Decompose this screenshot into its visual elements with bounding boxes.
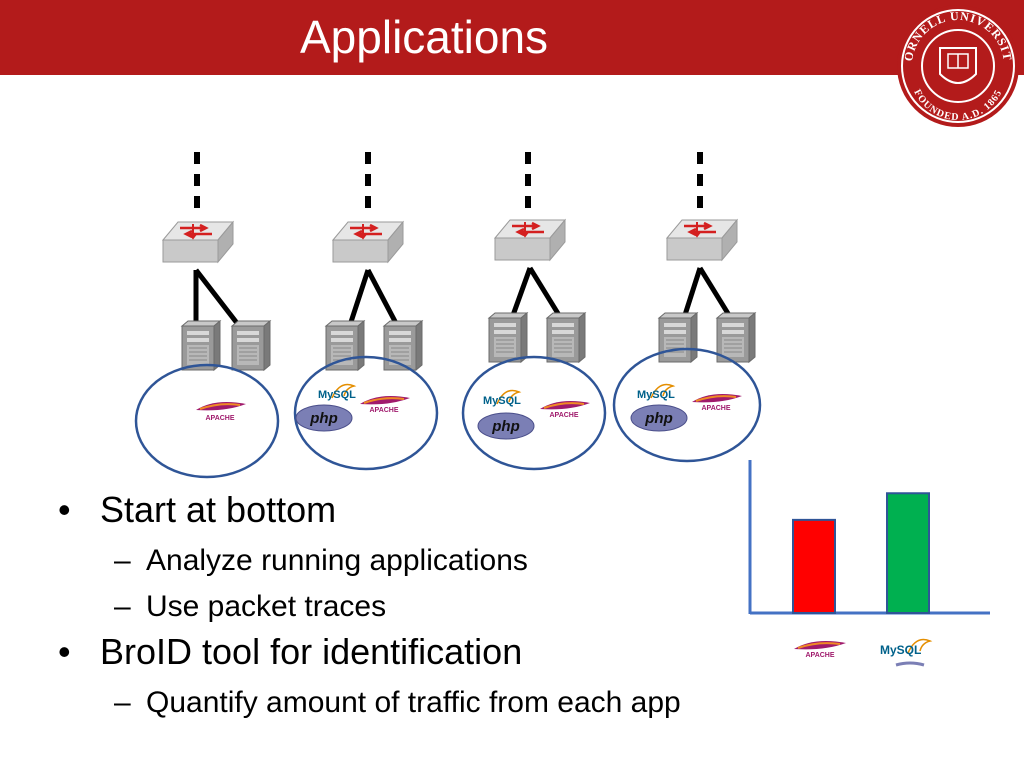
link-line [681, 267, 703, 319]
mysql-dolphin-logo: MySQL [637, 383, 675, 401]
link-line [347, 269, 371, 326]
bullet-item: • BroID tool for identification [58, 630, 778, 674]
svg-text:MySQL: MySQL [318, 389, 356, 401]
mysql-dolphin-logo: MySQL [483, 389, 521, 407]
php-logo: php [630, 404, 688, 432]
network-switch-icon [161, 220, 235, 264]
server-tower-icon [546, 312, 586, 363]
svg-text:APACHE: APACHE [205, 415, 234, 422]
link-line [194, 268, 242, 329]
slide-title: Applications [300, 11, 549, 63]
dash-icon: – [114, 590, 131, 623]
server-tower-icon [383, 320, 423, 371]
link-line [509, 267, 533, 319]
app-group-circle [293, 355, 439, 471]
server-tower-icon [181, 320, 221, 371]
apache-feather-logo: APACHE [539, 400, 591, 419]
svg-text:MySQL: MySQL [637, 389, 675, 401]
server-tower-icon [488, 312, 528, 363]
network-switch-icon [493, 218, 567, 262]
sub-bullet-text: Use packet traces [146, 590, 387, 623]
svg-text:php: php [309, 410, 338, 427]
app-group-circle [134, 363, 280, 479]
svg-text:APACHE: APACHE [805, 652, 834, 659]
app-group-circle [612, 347, 762, 463]
title-bar [0, 0, 1024, 75]
php-logo: php [295, 404, 353, 432]
apache-feather-logo: APACHE [359, 395, 411, 414]
svg-text:MySQL: MySQL [880, 643, 921, 657]
server-links [193, 266, 735, 329]
svg-text:php: php [644, 410, 673, 427]
tick-label-apache: APACHE [794, 641, 846, 659]
uplinks [194, 152, 703, 214]
svg-text:php: php [491, 418, 520, 435]
server-tower-icon [231, 320, 271, 371]
network-switch-icon [665, 218, 739, 262]
tick-label-mysql: MySQL [880, 638, 933, 667]
link-line [527, 266, 565, 322]
dash-icon: – [114, 544, 131, 577]
bullet-dot-icon: • [58, 489, 71, 530]
sub-bullet-text: Analyze running applications [146, 544, 528, 577]
dash-icon: – [114, 686, 131, 719]
bar-mysql [886, 492, 930, 614]
bullet-dot-icon: • [58, 631, 71, 672]
sub-bullet-text: Quantify amount of traffic from each app [146, 686, 681, 719]
bar-apache [792, 518, 836, 614]
apache-feather-logo: APACHE [691, 393, 743, 412]
bullet-item: • Start at bottom [58, 488, 778, 532]
mysql-dolphin-logo: MySQL [318, 383, 356, 401]
sub-bullet-item: –Analyze running applications [58, 538, 778, 584]
bullet-list: •Start at bottom –Analyze running applic… [58, 488, 778, 726]
sub-bullet-item: –Use packet traces [58, 584, 778, 630]
network-switch-icon [331, 220, 405, 264]
svg-text:MySQL: MySQL [483, 395, 521, 407]
traffic-bar-chart: APACHE MySQL [748, 460, 990, 667]
bullet-text: Start at bottom [100, 489, 337, 530]
php-logo: php [477, 412, 535, 440]
svg-text:APACHE: APACHE [549, 412, 578, 419]
apache-feather-logo: APACHE [195, 401, 247, 422]
svg-text:APACHE: APACHE [369, 407, 398, 414]
svg-text:APACHE: APACHE [701, 405, 730, 412]
bullet-text: BroID tool for identification [100, 631, 523, 672]
server-tower-icon [658, 312, 698, 363]
link-line [697, 266, 735, 322]
sub-bullet-item: –Quantify amount of traffic from each ap… [58, 680, 778, 726]
cornell-seal-icon: CORNELL UNIVERSITY FOUNDED A.D. 1865 [894, 2, 1019, 127]
app-group-circle [461, 355, 607, 471]
link-line [365, 268, 401, 329]
